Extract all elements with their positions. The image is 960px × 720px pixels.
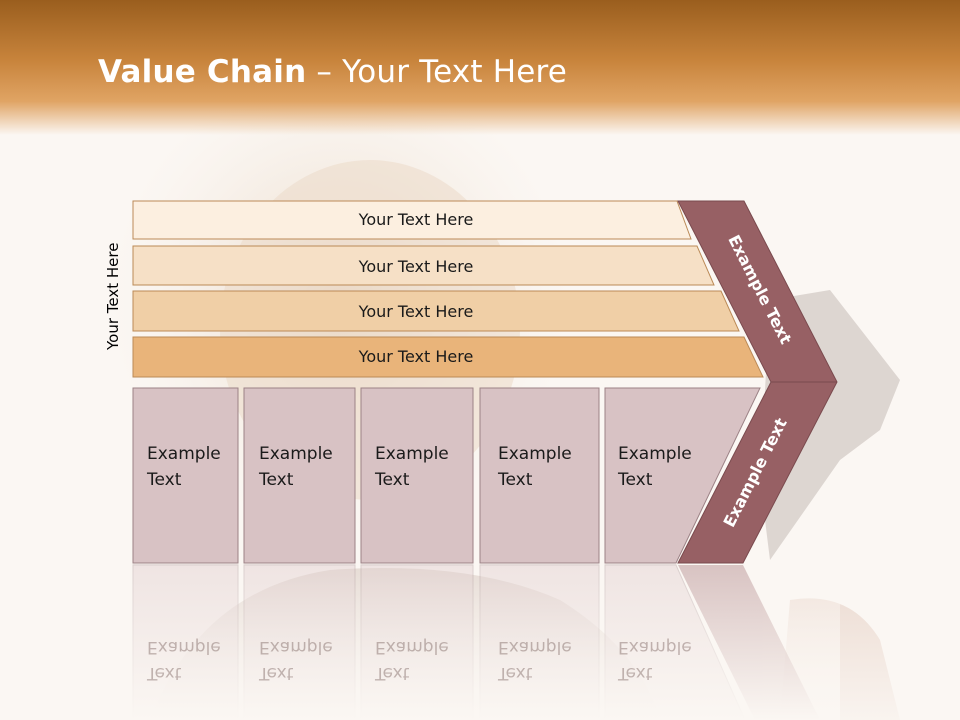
bar-3 bbox=[132, 290, 740, 332]
reflection-text-2-line1: Example bbox=[259, 637, 333, 657]
box-1 bbox=[132, 387, 239, 564]
box-3-line2: Text bbox=[374, 470, 410, 490]
reflection-text-4-line2: Text bbox=[498, 663, 533, 683]
reflection-text-4: Text Example bbox=[498, 634, 572, 686]
bar-1 bbox=[132, 200, 692, 240]
box-5-line1: Example bbox=[618, 444, 692, 464]
bar-4-label: Your Text Here bbox=[358, 347, 474, 366]
box-4-line1: Example bbox=[498, 444, 572, 464]
box-5 bbox=[604, 387, 761, 564]
box-4-line2: Text bbox=[497, 470, 533, 490]
bar-2 bbox=[132, 245, 715, 286]
reflection-text-3: Text Example bbox=[375, 634, 449, 686]
reflection-fade bbox=[120, 565, 840, 720]
box-1-line1: Example bbox=[147, 444, 221, 464]
reflection-text-5-line2: Text bbox=[618, 663, 653, 683]
box-1-line2: Text bbox=[146, 470, 182, 490]
header-band bbox=[0, 0, 960, 135]
box-5-line2: Text bbox=[617, 470, 653, 490]
reflection-text-1-line1: Example bbox=[147, 637, 221, 657]
reflection-text-2: Text Example bbox=[259, 634, 333, 686]
slide-title-bold: Value Chain bbox=[98, 54, 307, 90]
box-4 bbox=[479, 387, 600, 564]
box-2-line2: Text bbox=[258, 470, 294, 490]
reflection-text-3-line1: Example bbox=[375, 637, 449, 657]
bar-2-label: Your Text Here bbox=[358, 257, 474, 276]
reflection-text-2-line2: Text bbox=[259, 663, 294, 683]
reflection-text-5: Text Example bbox=[618, 634, 692, 686]
reflection-text-4-line1: Example bbox=[498, 637, 572, 657]
bar-4 bbox=[132, 336, 764, 378]
slide-title: Value Chain – Your Text Here bbox=[98, 54, 567, 90]
box-3 bbox=[360, 387, 474, 564]
bar-1-label: Your Text Here bbox=[358, 210, 474, 229]
reflection-text-5-line1: Example bbox=[618, 637, 692, 657]
box-3-line1: Example bbox=[375, 444, 449, 464]
reflection-text-1-line2: Text bbox=[147, 663, 182, 683]
reflection-text-1: Text Example bbox=[147, 634, 221, 686]
slide-title-rest: – Your Text Here bbox=[306, 54, 568, 90]
box-2 bbox=[243, 387, 356, 564]
reflection-text-3-line2: Text bbox=[375, 663, 410, 683]
box-2-line1: Example bbox=[259, 444, 333, 464]
bar-3-label: Your Text Here bbox=[358, 302, 474, 321]
